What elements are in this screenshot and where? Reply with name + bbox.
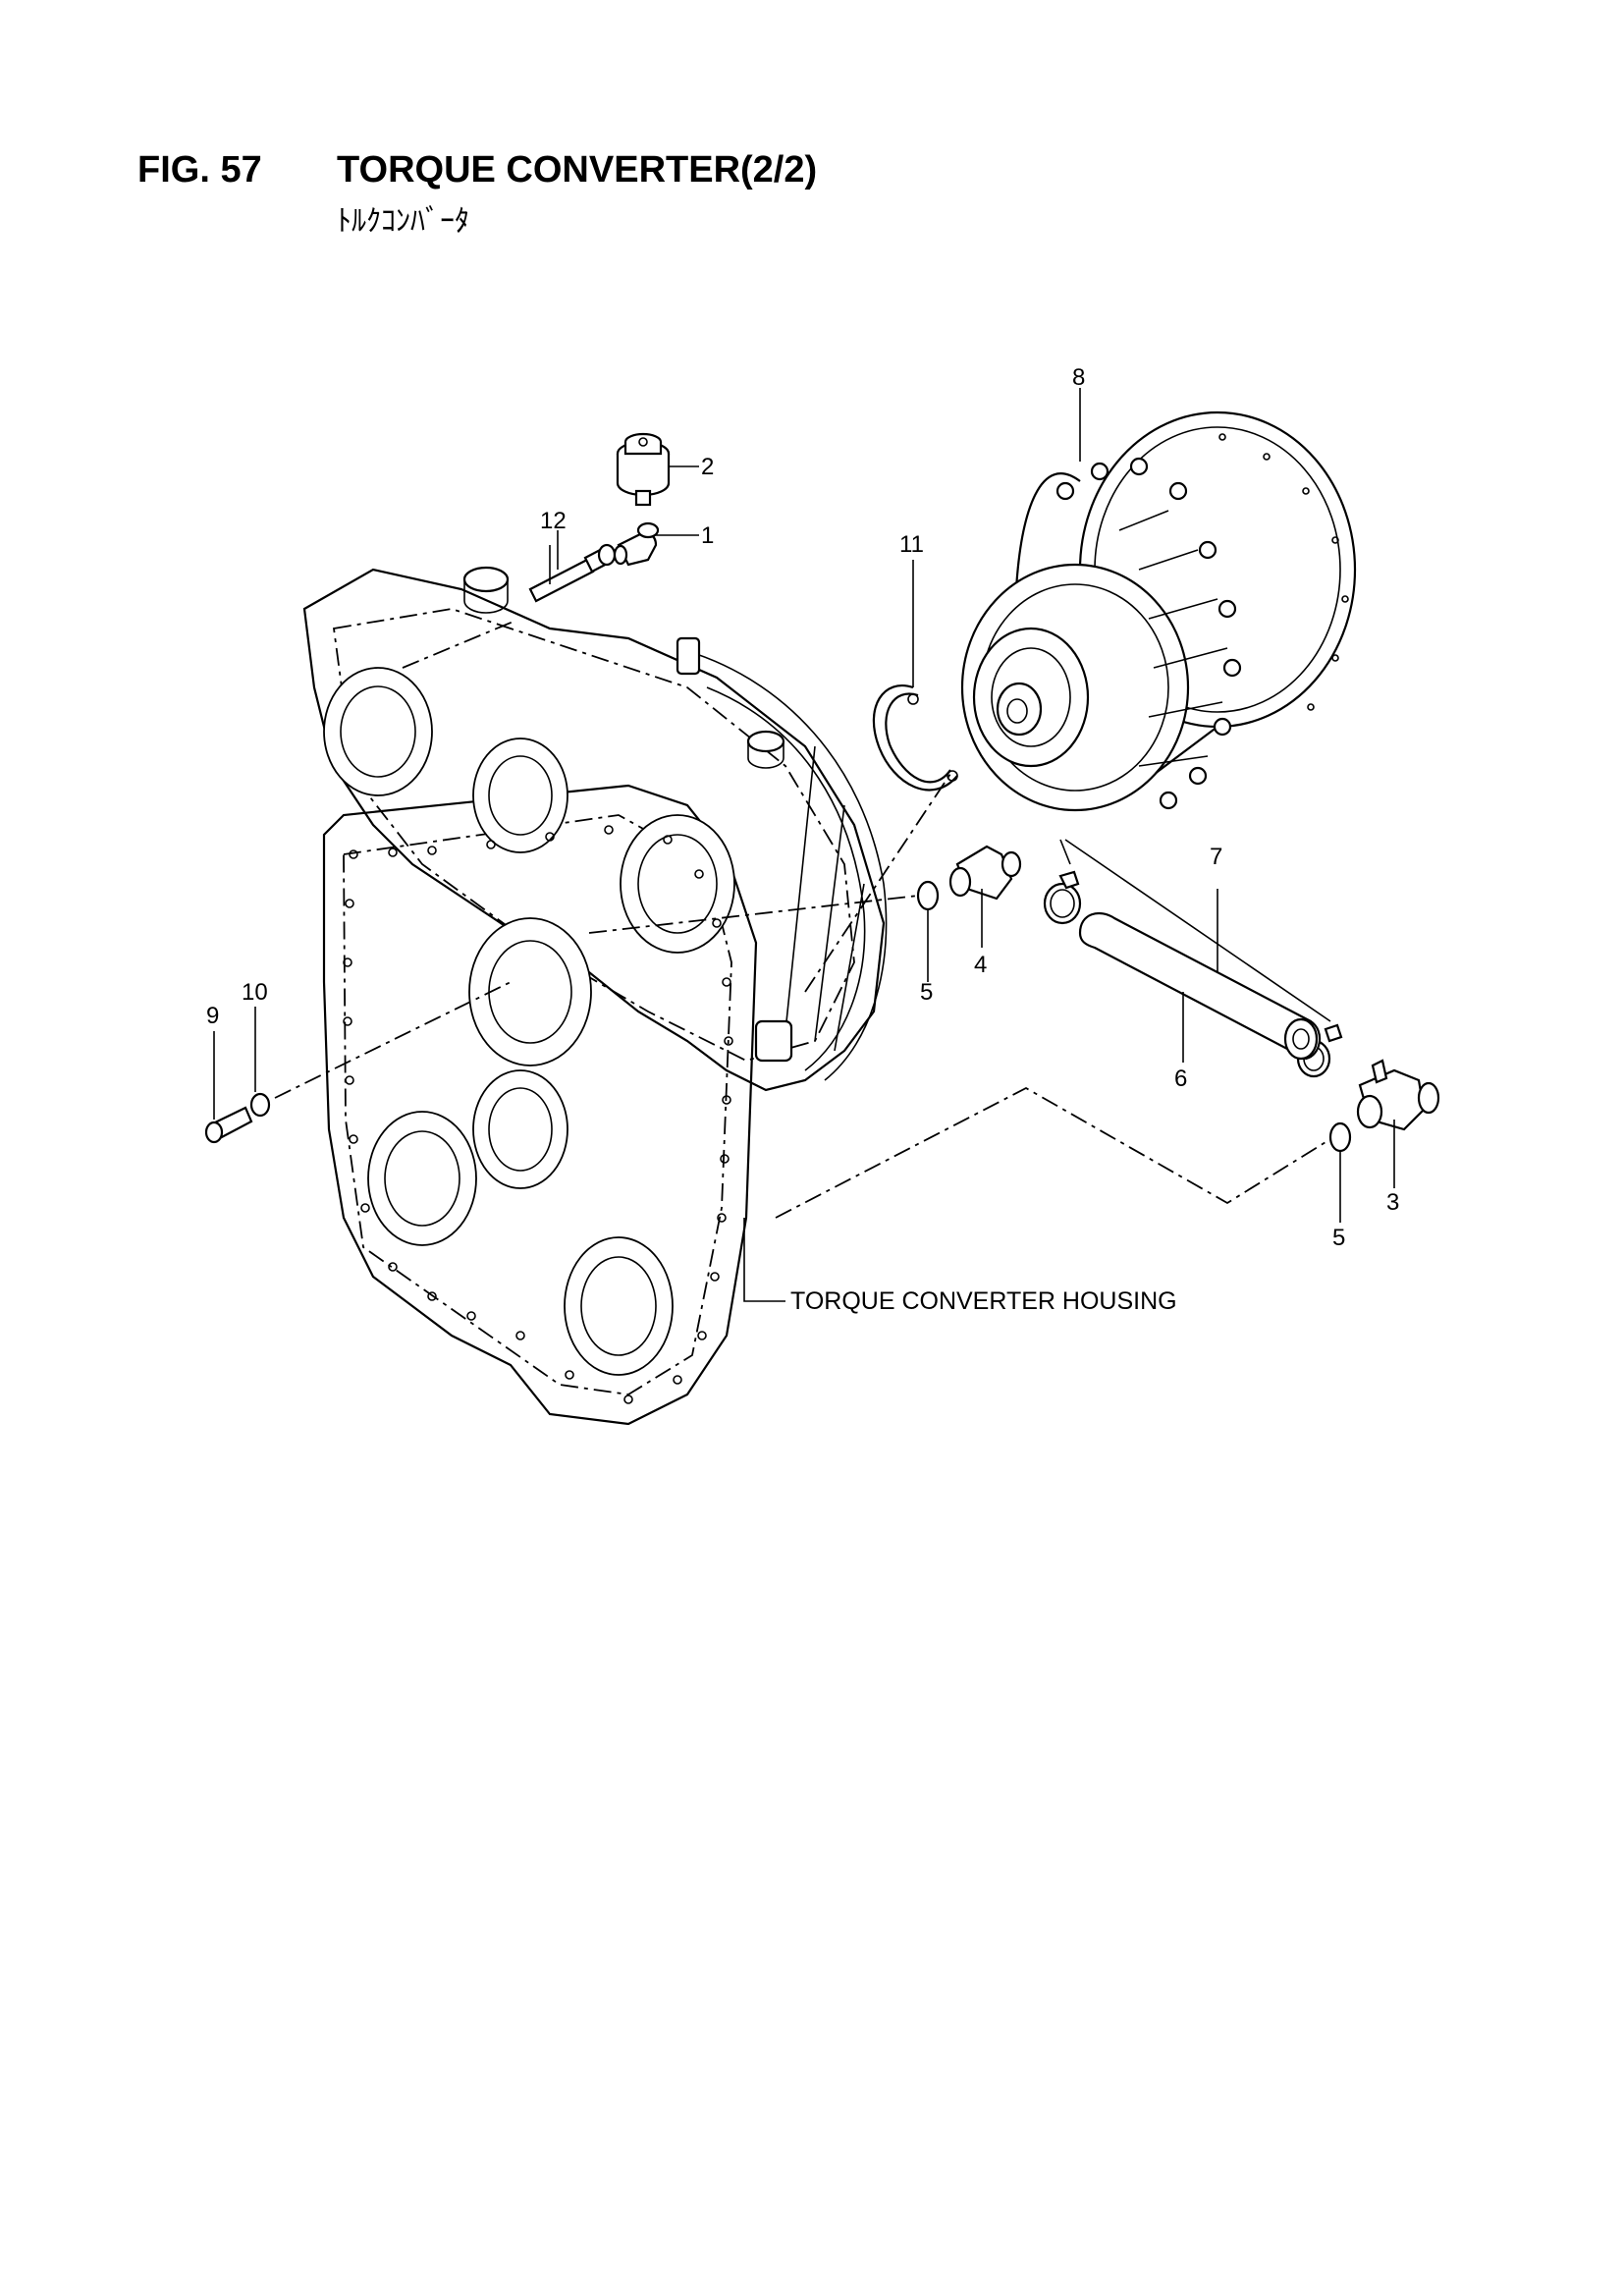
callout-5-lower: 5 [1332, 1225, 1345, 1251]
callout-5-upper: 5 [920, 979, 933, 1006]
leader-lines [213, 388, 1395, 1302]
figure-title: TORQUE CONVERTER(2/2) [337, 149, 818, 191]
housing-bores [323, 667, 735, 1376]
callout-7: 7 [1210, 844, 1222, 870]
part-4-connector [948, 845, 1022, 901]
part-12-tube [528, 543, 617, 603]
figure-subtitle: ﾄﾙｸｺﾝﾊﾞｰﾀ [337, 204, 469, 239]
part-10-washer [249, 1092, 271, 1118]
torque-converter-housing [302, 566, 888, 1426]
part-5-oring-lower [1328, 1121, 1352, 1153]
assembly-lines [274, 620, 1331, 1219]
callout-8: 8 [1072, 364, 1085, 391]
callout-2: 2 [701, 454, 714, 480]
part-5-oring-upper [916, 880, 940, 911]
part-9-bolt [204, 1106, 253, 1144]
part-11-snap-ring [872, 684, 958, 792]
part-2-cap [616, 432, 671, 507]
callout-11: 11 [899, 531, 924, 558]
callout-4: 4 [974, 952, 987, 978]
callout-12: 12 [540, 508, 567, 534]
part-6-hose [1078, 911, 1322, 1061]
callout-9: 9 [206, 1003, 219, 1029]
callout-1: 1 [701, 522, 714, 549]
callout-10: 10 [242, 979, 268, 1006]
part-1-elbow-fitting [613, 521, 660, 567]
callout-3: 3 [1386, 1189, 1399, 1216]
callout-6: 6 [1174, 1066, 1187, 1092]
flange-bolt-holes [343, 825, 733, 1404]
figure-number: FIG. 57 [137, 149, 262, 191]
housing-label: TORQUE CONVERTER HOUSING [790, 1287, 1177, 1315]
part-3-connector [1356, 1059, 1440, 1131]
part-8-torque-converter [960, 410, 1357, 812]
